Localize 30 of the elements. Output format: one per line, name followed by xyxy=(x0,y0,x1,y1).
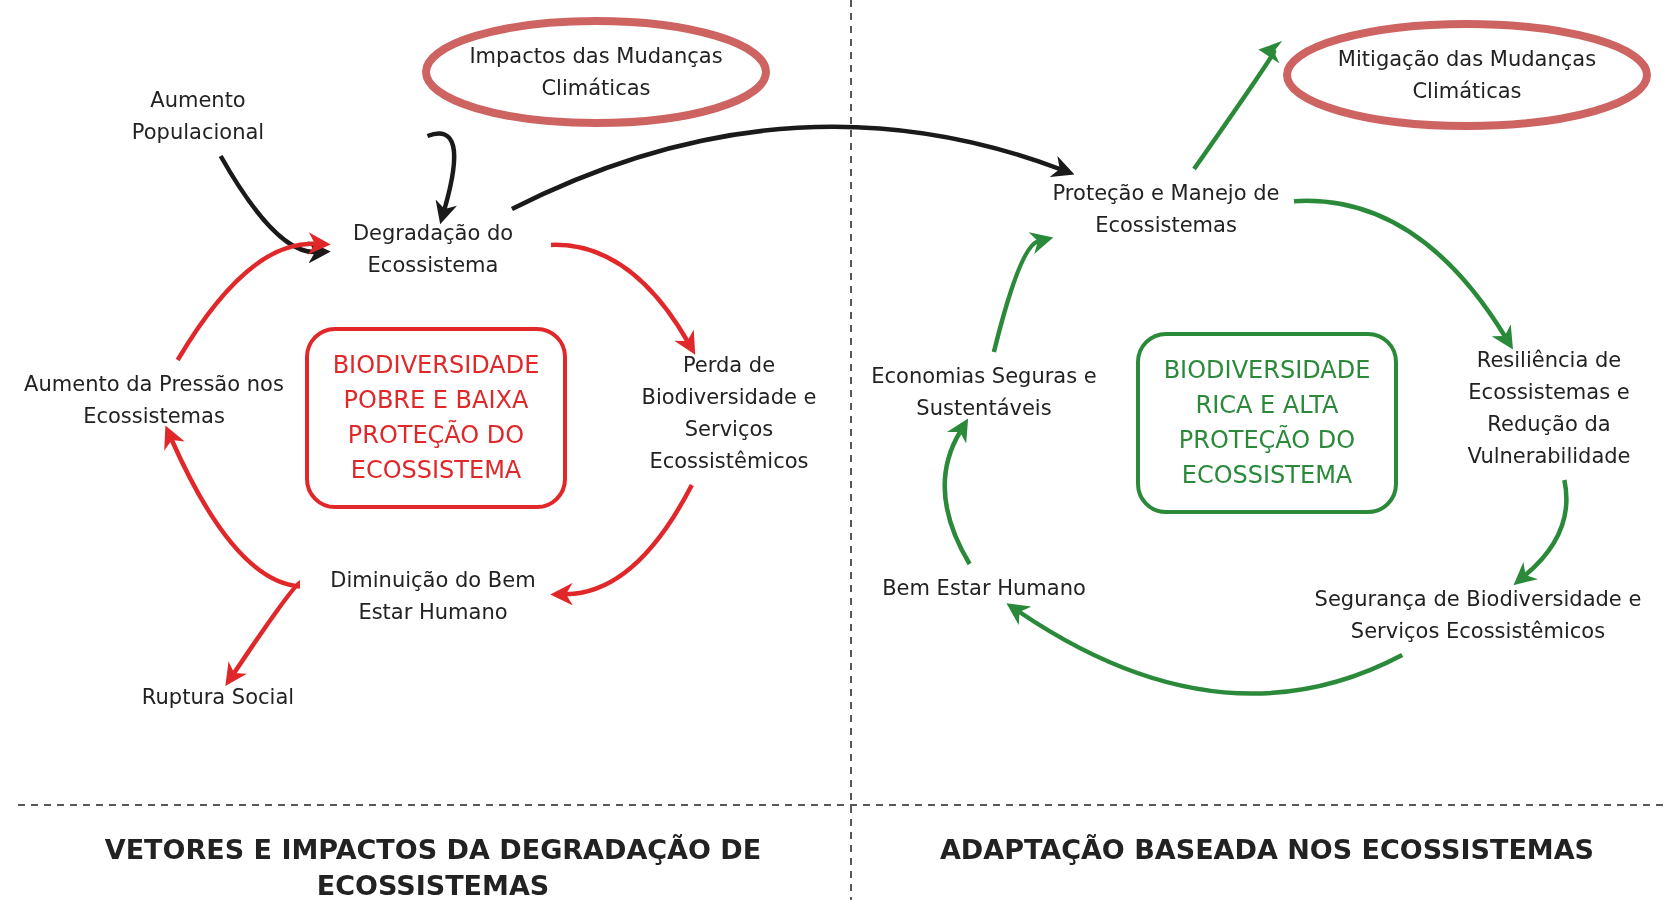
curved-arrow xyxy=(1293,198,1514,350)
node-label: Ruptura Social xyxy=(123,681,313,713)
node-label: Degradação do Ecossistema xyxy=(323,217,543,281)
summary-box: BIODIVERSIDADE RICA E ALTA PROTEÇÃO DO ECOSSISTEMA xyxy=(1136,332,1398,514)
curved-arrow xyxy=(550,242,696,355)
node-label: Resiliência de Ecossistemas e Redução da Vulnerabilidade xyxy=(1444,344,1654,472)
curved-arrow xyxy=(225,580,302,687)
node-label: Aumento da Pressão nos Ecossistemas xyxy=(24,368,284,432)
curved-arrow xyxy=(218,154,331,263)
curved-arrow xyxy=(426,131,458,225)
node-label: Mitigação das Mudanças Climáticas xyxy=(1336,46,1598,105)
section-heading: VETORES E IMPACTOS DA DEGRADAÇÃO DE ECOSSISTEMAS xyxy=(103,833,763,900)
node-label: Impactos das Mudanças Climáticas xyxy=(468,43,724,102)
curved-arrow xyxy=(550,483,694,605)
curved-arrow xyxy=(164,425,301,589)
curved-arrow xyxy=(511,124,1075,212)
node-label: Segurança de Biodiversidade e Serviços Ecossistêmicos xyxy=(1303,583,1653,647)
curved-arrow xyxy=(1513,479,1569,586)
summary-box: BIODIVERSIDADE POBRE E BAIXA PROTEÇÃO DO ECOSSISTEMA xyxy=(305,327,567,509)
node-label: Perda de Biodiversidade e Serviços Ecossistêmicos xyxy=(629,349,829,477)
node-label: Diminuição do Bem Estar Humano xyxy=(308,564,558,628)
section-heading: ADAPTAÇÃO BASEADA NOS ECOSSISTEMAS xyxy=(938,833,1596,867)
curved-arrow xyxy=(991,234,1053,353)
curved-arrow xyxy=(1006,603,1404,696)
node-label: Economias Seguras e Sustentáveis xyxy=(864,360,1104,424)
node-label: Proteção e Manejo de Ecossistemas xyxy=(1046,177,1286,241)
node-label: Bem Estar Humano xyxy=(864,572,1104,604)
node-label: Aumento Populacional xyxy=(108,84,288,148)
curved-arrow xyxy=(942,418,972,566)
curved-arrow xyxy=(175,232,331,362)
